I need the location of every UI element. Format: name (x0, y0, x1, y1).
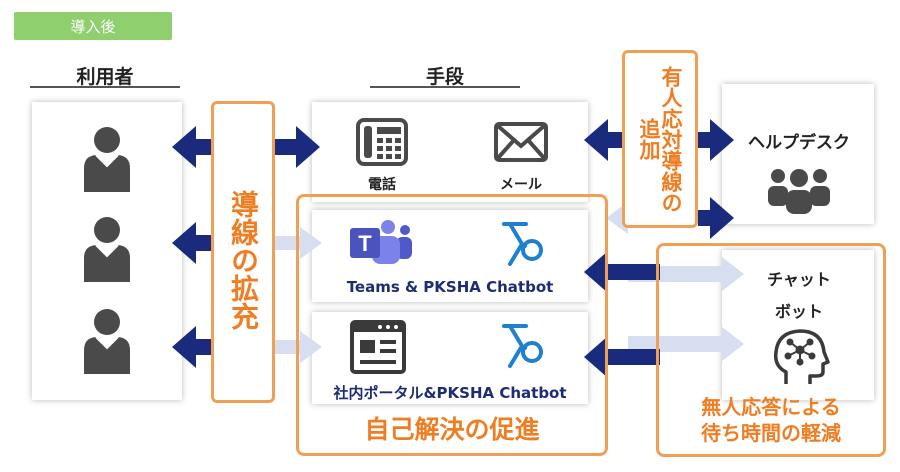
light-arrow (628, 327, 744, 361)
navy-arrow (698, 197, 734, 239)
phone-icon (356, 118, 408, 166)
navy-arrow (584, 336, 660, 378)
self-solve-text: 自己解決の促進 (364, 415, 540, 444)
means-header-underline (370, 86, 520, 88)
pksha-logo-icon (496, 218, 548, 270)
navy-arrow (584, 251, 660, 293)
helpdesk-group-icon (766, 166, 832, 214)
pksha-logo-icon (496, 320, 548, 372)
mail-icon (494, 122, 548, 162)
staffed-route-text: 有人応対導線の追加 (637, 65, 684, 213)
expand-routes-callout (211, 101, 275, 403)
phone-label: 電話 (368, 177, 396, 193)
chatbot-label: チャット ボット (767, 270, 831, 321)
teams-label: Teams & PKSHA Chatbot (346, 278, 554, 296)
portal-window-icon (350, 320, 406, 374)
teams-icon: T (348, 218, 414, 266)
light-arrow (628, 257, 744, 291)
helpdesk-label: ヘルプデスク (748, 133, 850, 153)
ai-head-icon (770, 328, 830, 388)
chatbot-panel (722, 250, 874, 400)
user-icon (80, 306, 134, 374)
user-icon (80, 124, 134, 192)
expand-routes-text: 導線の拡充 (227, 190, 260, 330)
reduce-wait-callout (656, 243, 886, 457)
svg-text:T: T (358, 231, 372, 256)
self-solve-callout (296, 194, 608, 456)
means-column-header: 手段 (425, 66, 464, 88)
mail-label: メール (500, 177, 542, 193)
users-column-header: 利用者 (76, 66, 134, 88)
after-introduction-tag: 導入後 (14, 12, 172, 40)
navy-arrow (172, 326, 212, 368)
user-icon (80, 214, 134, 282)
reduce-wait-text: 無人応答による 待ち時間の軽減 (701, 395, 841, 445)
portal-label: 社内ポータル&PKSHA Chatbot (333, 384, 567, 402)
navy-arrow (172, 222, 212, 264)
users-header-underline (30, 86, 180, 88)
staffed-route-callout (622, 50, 698, 228)
